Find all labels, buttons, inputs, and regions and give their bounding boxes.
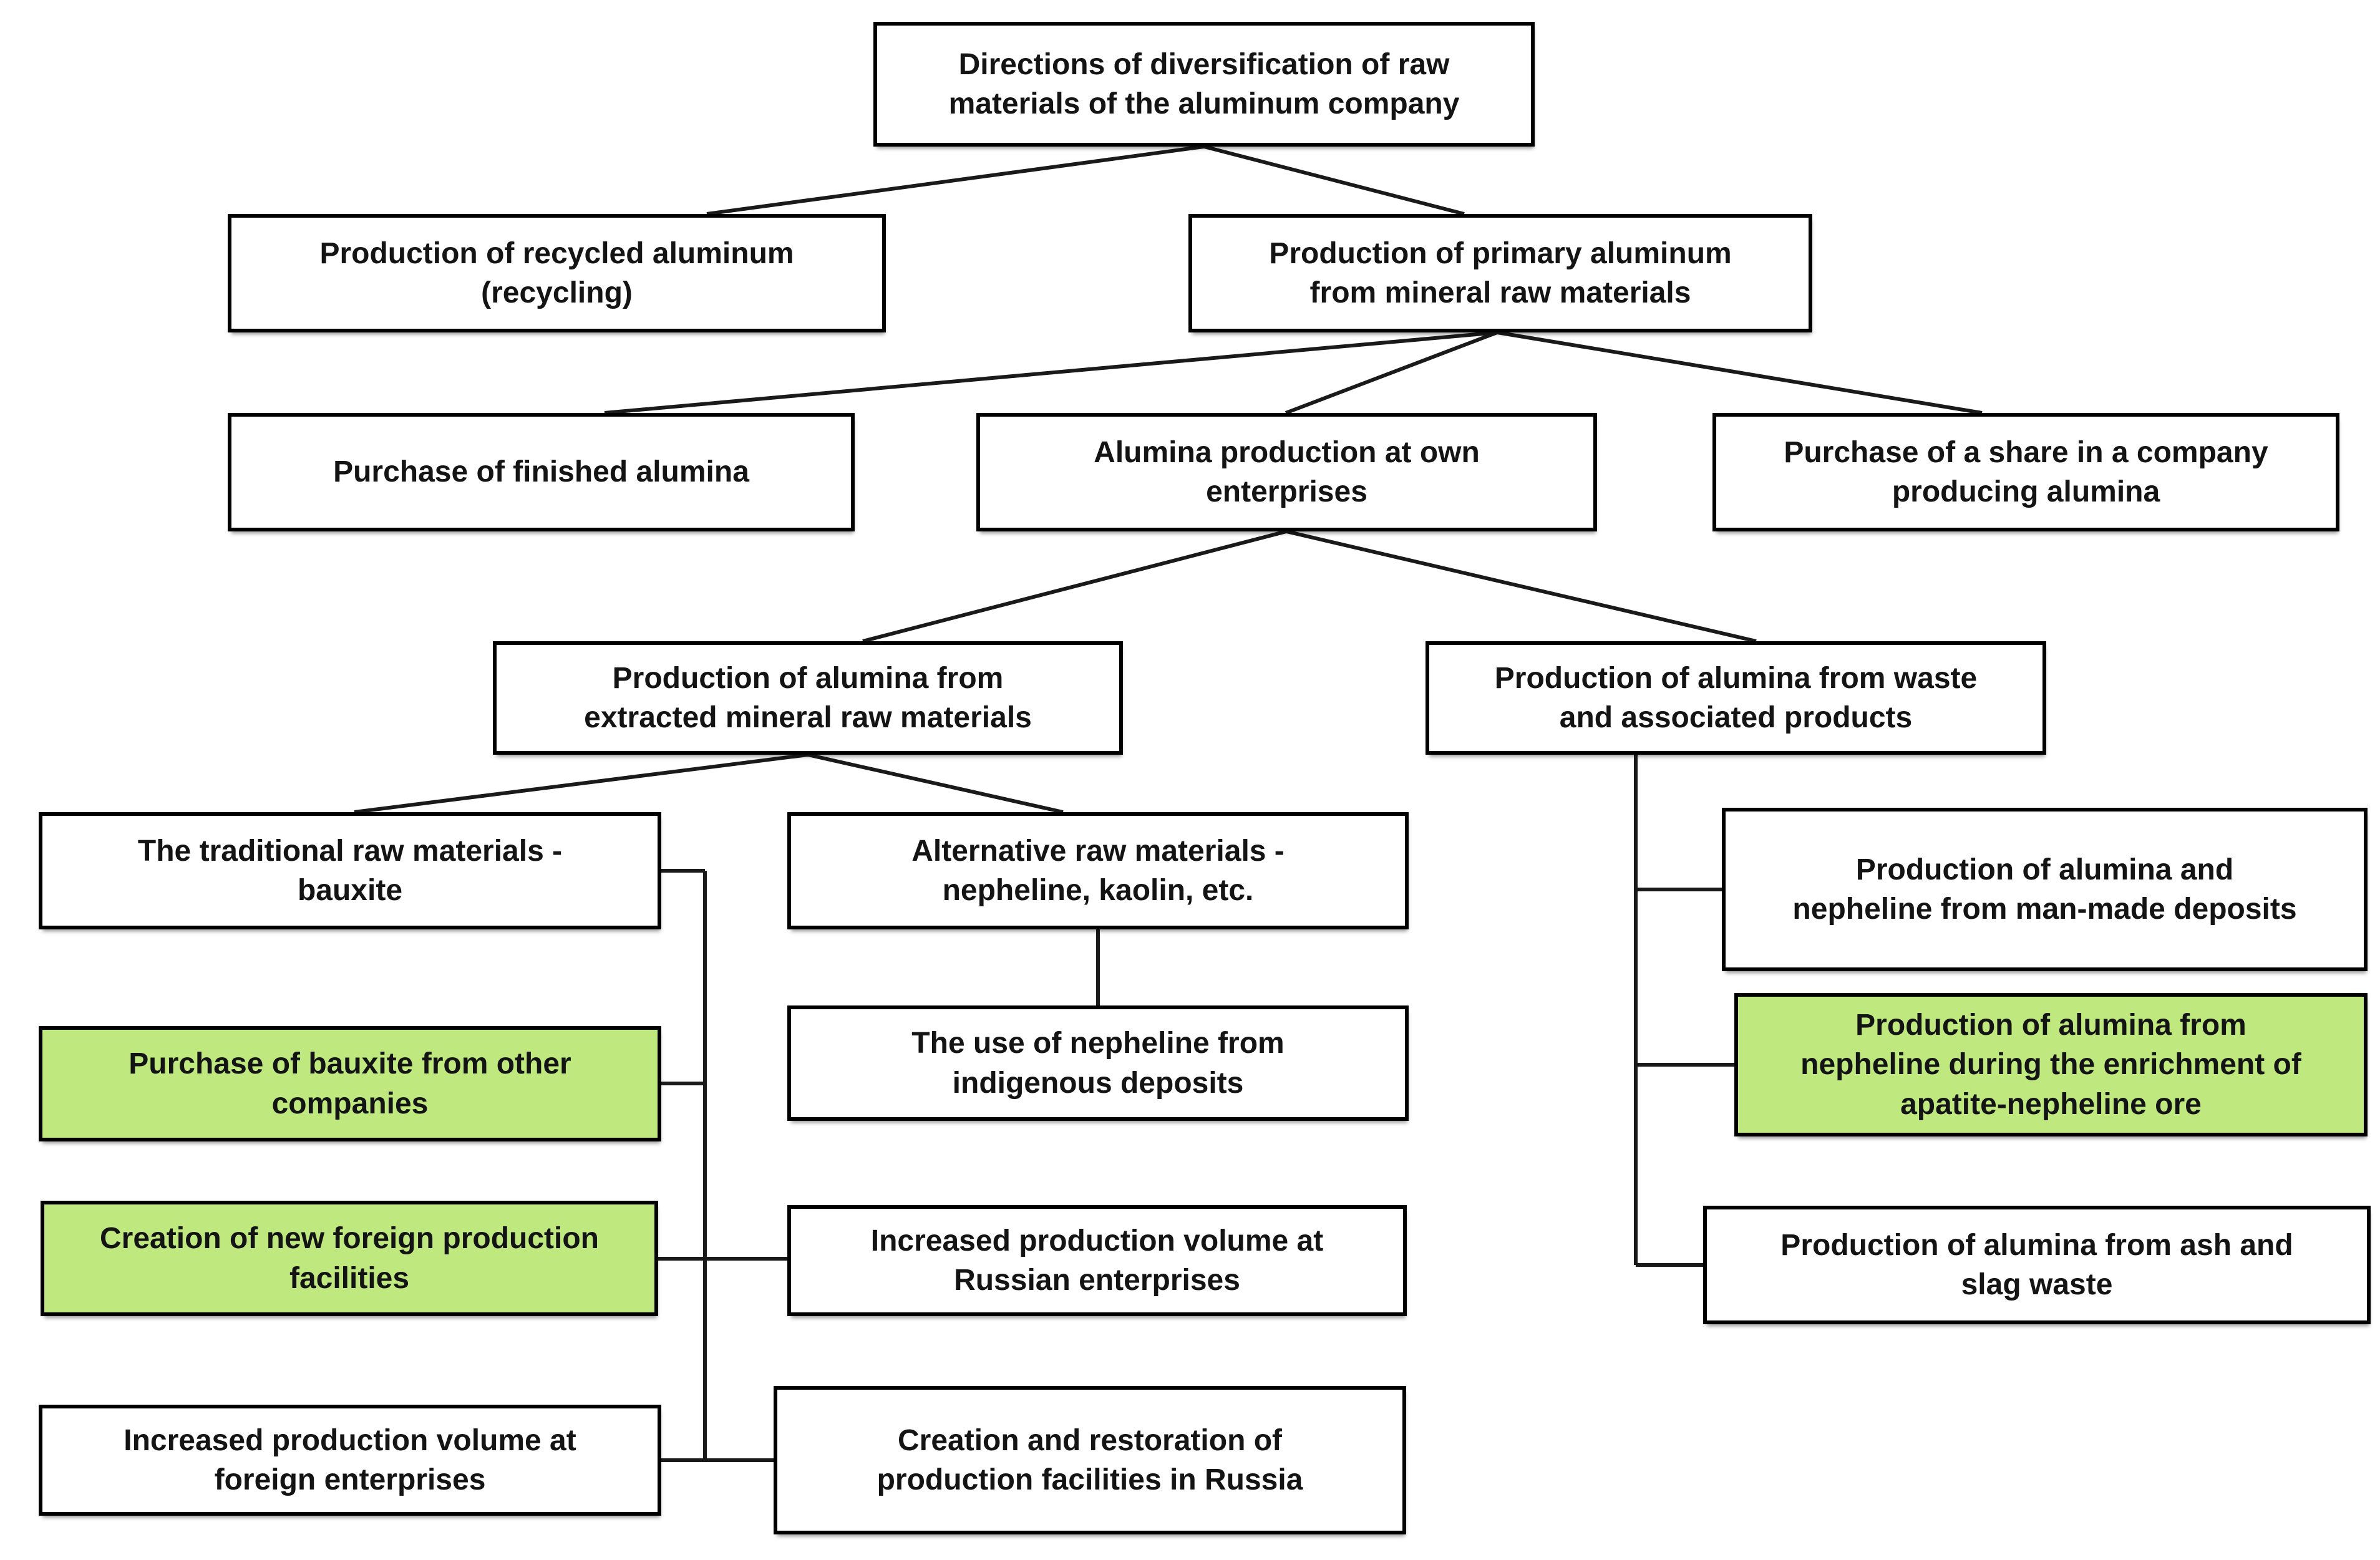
node-primary-aluminum: Production of primary aluminum from mine… xyxy=(1188,214,1812,332)
node-alumina-own-enterprises: Alumina production at own enterprises xyxy=(976,413,1597,531)
node-creation-foreign-highlighted: Creation of new foreign production facil… xyxy=(41,1201,658,1316)
node-recycled-aluminum: Production of recycled aluminum (recycli… xyxy=(228,214,886,332)
node-purchase-finished-alumina: Purchase of finished alumina xyxy=(228,413,855,531)
node-root: Directions of diversification of raw mat… xyxy=(873,22,1535,147)
node-increased-foreign: Increased production volume at foreign e… xyxy=(39,1405,661,1516)
node-man-made-deposits: Production of alumina and nepheline from… xyxy=(1722,808,2368,971)
node-purchase-bauxite-highlighted: Purchase of bauxite from other companies xyxy=(39,1026,661,1141)
node-purchase-share-company: Purchase of a share in a company produci… xyxy=(1712,413,2339,531)
node-apatite-nepheline-highlighted: Production of alumina from nepheline dur… xyxy=(1734,993,2368,1136)
node-alumina-from-extracted: Production of alumina from extracted min… xyxy=(493,641,1123,755)
node-traditional-bauxite: The traditional raw materials - bauxite xyxy=(39,812,661,929)
node-increased-russian: Increased production volume at Russian e… xyxy=(787,1205,1407,1316)
node-ash-slag-waste: Production of alumina from ash and slag … xyxy=(1703,1206,2371,1324)
node-alternative-raw-materials: Alternative raw materials - nepheline, k… xyxy=(787,812,1409,929)
node-use-of-nepheline: The use of nepheline from indigenous dep… xyxy=(787,1005,1409,1121)
node-alumina-from-waste: Production of alumina from waste and ass… xyxy=(1426,641,2046,755)
node-creation-restoration-russia: Creation and restoration of production f… xyxy=(774,1386,1406,1534)
